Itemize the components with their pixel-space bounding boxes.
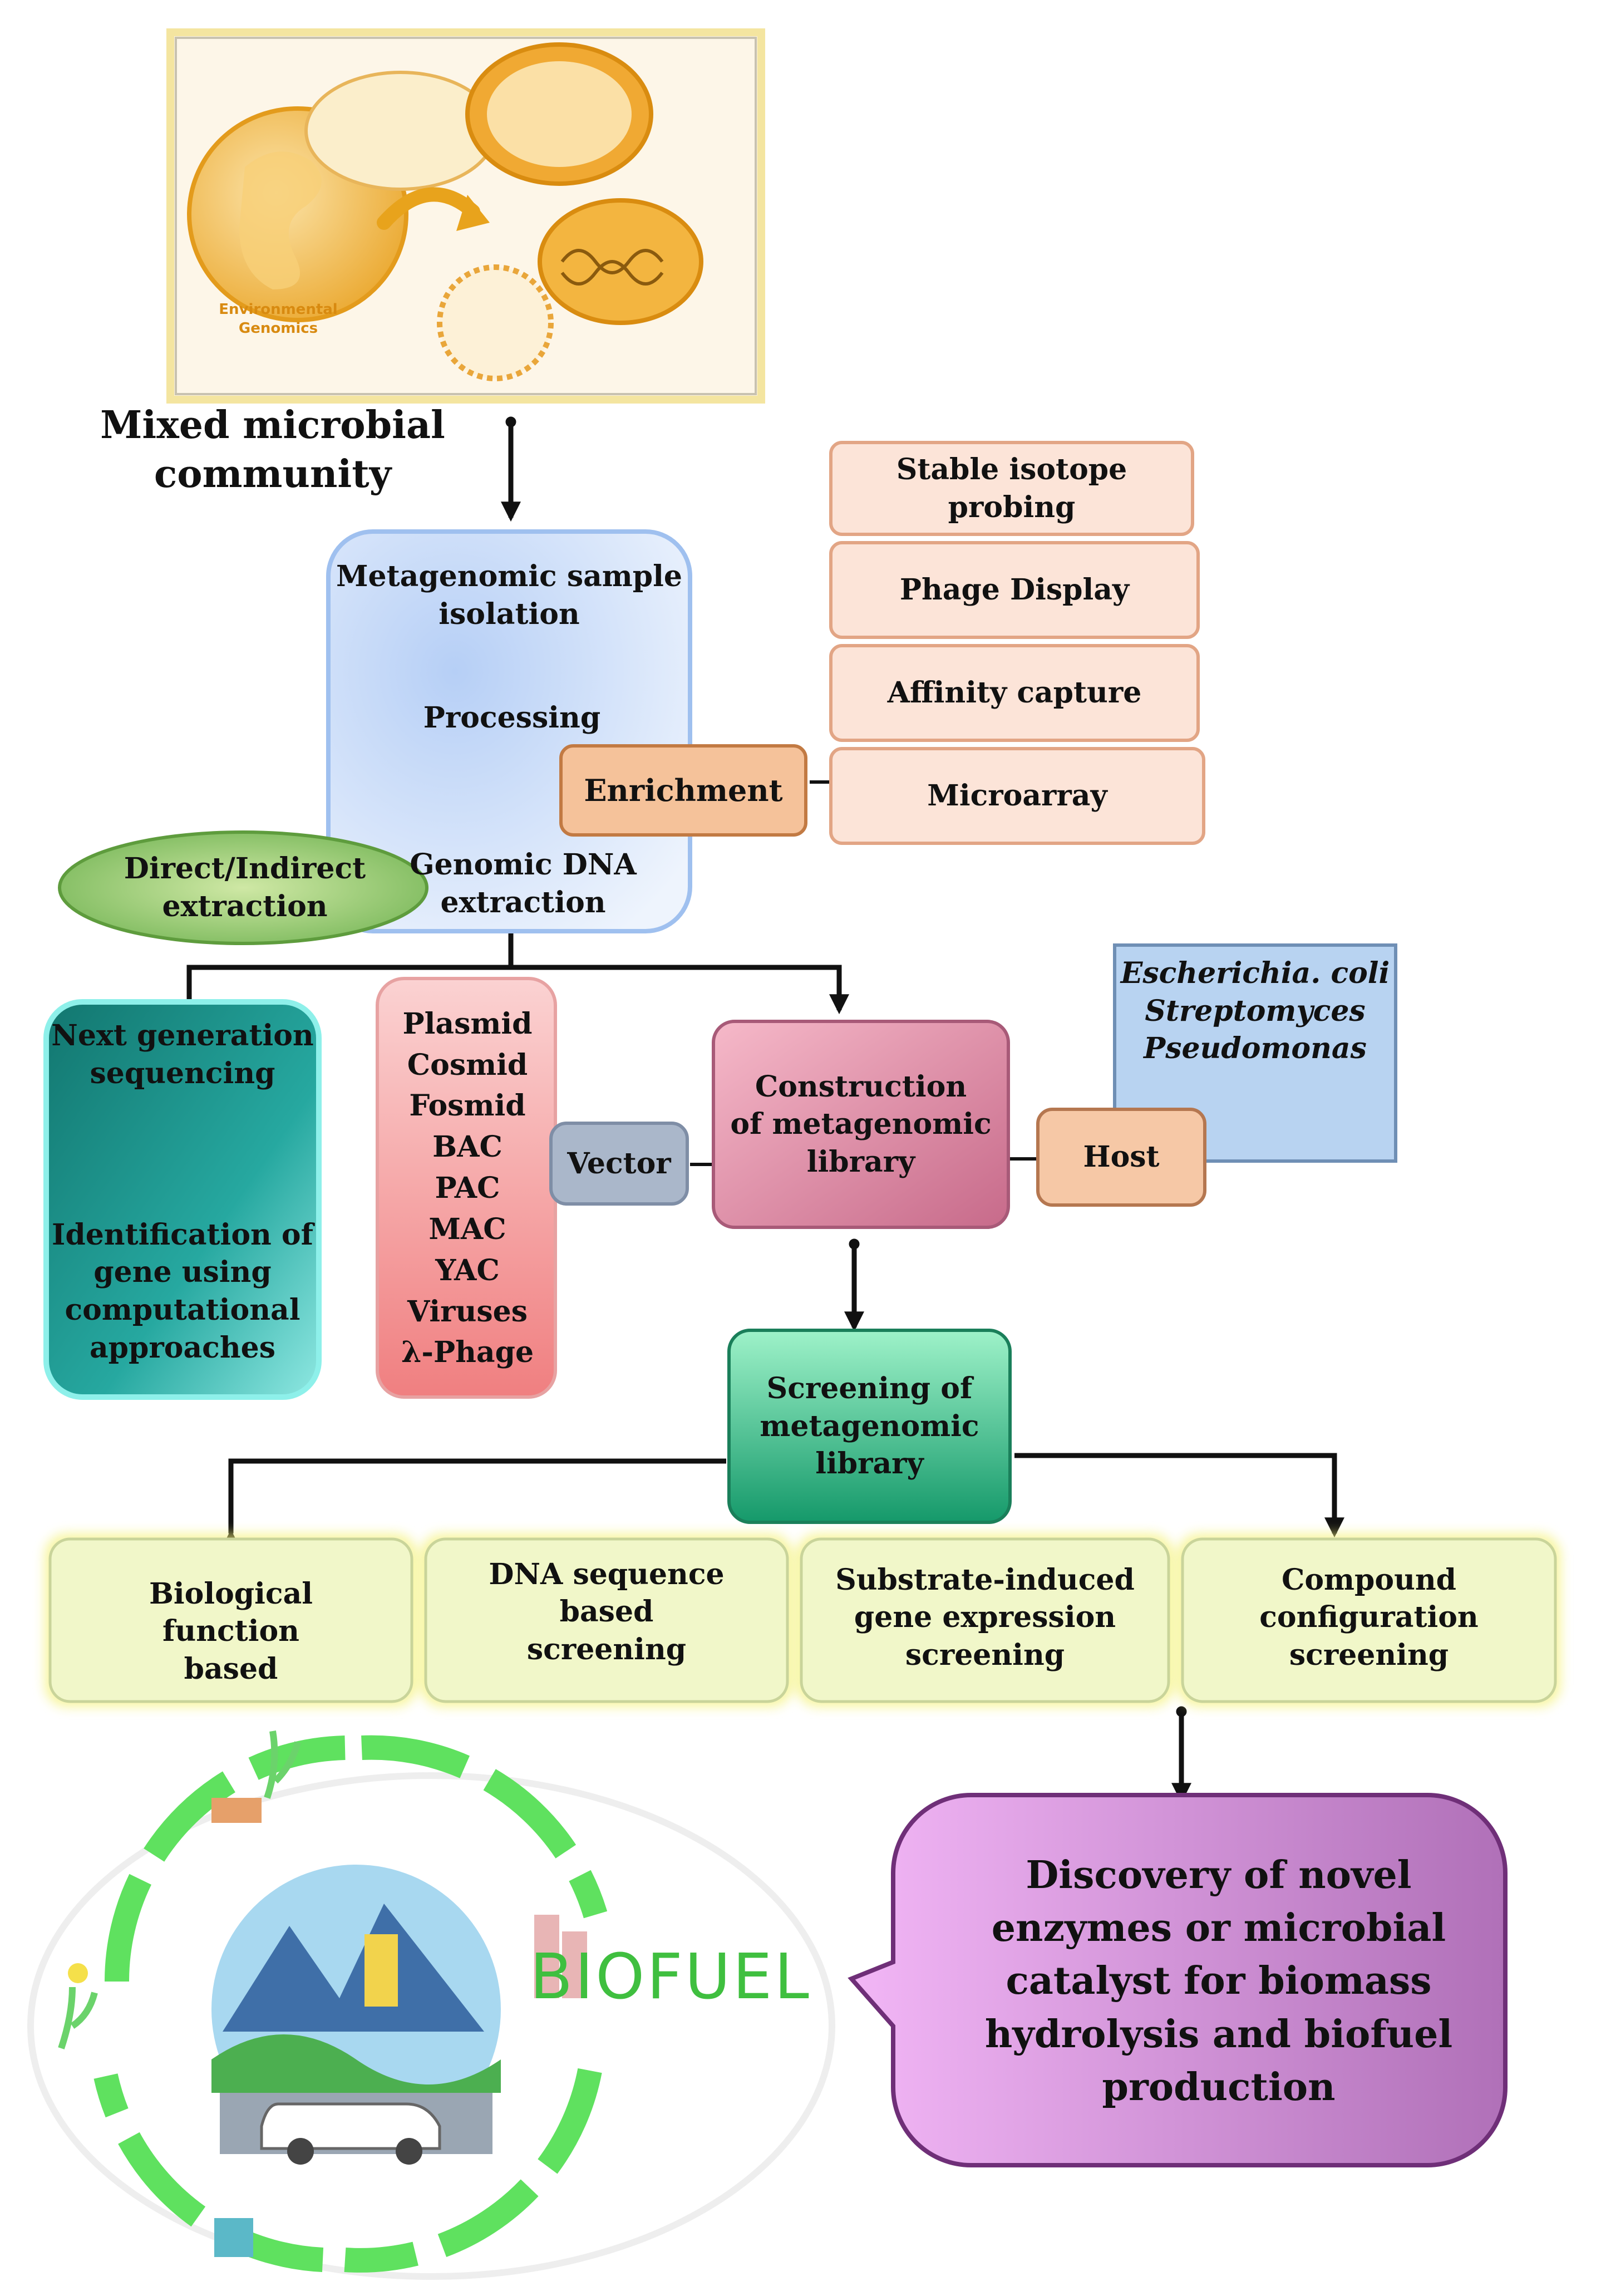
direct-indirect-ellipse <box>58 830 428 945</box>
vector-lambda-phage: λ-Phage <box>401 1335 534 1370</box>
screening-method-substrate-induced: Substrate-induced gene expression screen… <box>835 1562 1135 1672</box>
vector-cosmid: Cosmid <box>407 1048 528 1082</box>
host-streptomyces: Streptomyces <box>1145 994 1366 1028</box>
vector-plasmid: Plasmid <box>402 1006 533 1041</box>
enrichment-method-affinity-capture: Affinity capture <box>887 676 1142 710</box>
metagenomic-sample-isolation-label: Metagenomic sample isolation <box>336 559 683 631</box>
screening-method-biological-function: Biological function based <box>149 1576 313 1686</box>
vector-mac: MAC <box>428 1212 506 1246</box>
construction-box-shape <box>712 1020 1010 1229</box>
construction-of-metagenomic-library-box: Construction of metagenomic library <box>730 1069 992 1179</box>
direct-indirect-extraction-label: Direct/Indirect extraction <box>124 852 366 923</box>
mixed-microbial-community-label: Mixed microbial community <box>100 403 445 497</box>
vector-bac: BAC <box>432 1130 503 1164</box>
fuel-pump-icon <box>214 2218 253 2257</box>
screening-method-compound-configuration: Compound configuration screening <box>1259 1562 1479 1672</box>
enrichment-box: Enrichment <box>584 772 783 808</box>
enrichment-method-stable-isotope-probing: Stable isotope probing <box>896 452 1127 524</box>
enrichment-method-microarray: Microarray <box>927 779 1107 813</box>
host-escherichia-coli: Escherichia. coli <box>1120 956 1390 990</box>
vector-box-shape <box>549 1122 689 1206</box>
discovery-bubble-shape <box>848 1793 1508 2167</box>
host-pseudomonas: Pseudomonas <box>1144 1031 1367 1066</box>
sample-cell-icon <box>437 264 554 381</box>
box-shapes <box>43 441 1561 2167</box>
dna-cell-icon <box>538 198 703 325</box>
biofuel-label: BIOFUEL <box>530 1941 811 2013</box>
host-box: Host <box>1083 1140 1160 1174</box>
car-icon <box>260 2102 441 2150</box>
screening-method-dna-sequence: DNA sequence based screening <box>489 1557 725 1666</box>
genomics-label: Genomics <box>238 319 318 337</box>
host-box-shape <box>1036 1108 1206 1207</box>
vector-types-list: Plasmid Cosmid Fosmid BAC PAC MAC YAC Vi… <box>384 985 551 1392</box>
enrichment-box-shape <box>559 744 807 837</box>
screening-box-shape <box>727 1329 1012 1524</box>
fuel-tower-icon <box>364 1934 398 2007</box>
host-organisms-list: Escherichia. coli Streptomyces Pseudomon… <box>1115 955 1396 1088</box>
genomic-dna-extraction-label: Genomic DNA extraction <box>410 847 637 920</box>
screening-of-metagenomic-library-box: Screening of metagenomic library <box>760 1371 979 1481</box>
gene-identification-label: Identification of gene using computation… <box>52 1217 313 1365</box>
vector-yac: YAC <box>435 1253 500 1287</box>
environmental-label: Environmental <box>219 301 338 318</box>
vector-viruses: Viruses <box>407 1294 528 1329</box>
processing-label: Processing <box>423 701 601 735</box>
vector-box: Vector <box>567 1146 671 1181</box>
enrichment-method-phage-display: Phage Display <box>899 573 1130 607</box>
curved-arrow-icon <box>377 187 480 230</box>
ngs-box-shape <box>43 999 322 1400</box>
vector-pac: PAC <box>435 1171 500 1206</box>
biofuel-illustration <box>27 1730 835 2280</box>
next-generation-sequencing-label: Next generation sequencing <box>51 1019 314 1090</box>
vector-fosmid: Fosmid <box>409 1089 526 1123</box>
discovery-of-novel-enzymes-bubble: Discovery of novel enzymes or microbial … <box>984 1853 1453 2110</box>
environmental-genomics-label: Environmental Genomics <box>211 301 345 338</box>
environmental-genomics-image <box>166 28 765 404</box>
